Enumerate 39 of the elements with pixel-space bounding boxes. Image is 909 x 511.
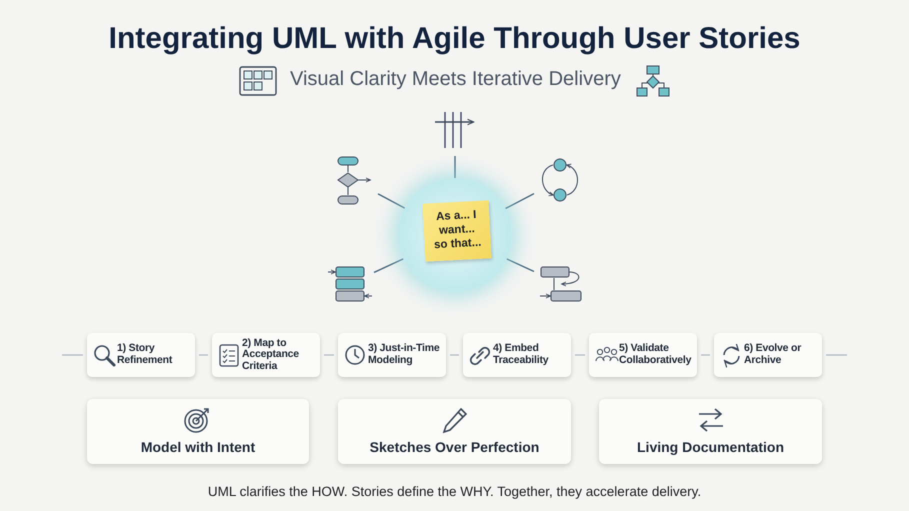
timeline-line: [199, 354, 208, 356]
card-label: Model with Intent: [140, 439, 256, 455]
connector-line: [505, 193, 534, 210]
activity-diagram-icon: [337, 156, 371, 204]
principle-card: [338, 399, 571, 464]
state-diagram-icon: [542, 158, 578, 202]
connector-line: [454, 156, 456, 178]
timeline-line: [575, 354, 585, 356]
step-label: 5) Validate Collaboratively: [619, 341, 692, 368]
connector-line: [378, 193, 406, 209]
timeline-line: [701, 354, 710, 356]
step-card: [212, 333, 320, 377]
timeline-line: [62, 354, 83, 356]
connector-line: [374, 258, 404, 274]
step-label: 4) Embed Traceability: [493, 341, 550, 368]
sticky-note: As a... I want... so that...: [422, 200, 492, 262]
principle-card: [87, 399, 309, 464]
card-label: Sketches Over Perfection: [368, 439, 540, 455]
step-card: [338, 333, 446, 377]
step-card: [87, 333, 195, 377]
timeline-line: [324, 354, 334, 356]
step-card: [589, 333, 697, 377]
subtitle: Visual Clarity Meets Iterative Delivery: [290, 68, 621, 91]
title: Integrating UML with Agile Through User Stories: [108, 22, 802, 56]
card-label: Living Documentation: [636, 439, 785, 455]
principle-card: [599, 399, 822, 464]
step-label: 3) Just-in-Time Modeling: [368, 341, 440, 368]
sequence-diagram-icon: [435, 112, 474, 148]
class-stack-icon: [328, 266, 372, 302]
timeline-line: [826, 354, 847, 356]
step-label: 1) Story Refinement: [117, 341, 174, 368]
step-card: [714, 333, 822, 377]
loop-flow-icon: [540, 266, 582, 302]
step-card: [463, 333, 571, 377]
step-label: 2) Map to Acceptance Criteria: [242, 336, 300, 374]
timeline-line: [450, 354, 459, 356]
connector-line: [506, 258, 534, 272]
step-label: 6) Evolve or Archive: [744, 341, 802, 368]
caption: UML clarifies the HOW. Stories define the WHY. Together, they accelerate delivery.: [206, 484, 702, 499]
